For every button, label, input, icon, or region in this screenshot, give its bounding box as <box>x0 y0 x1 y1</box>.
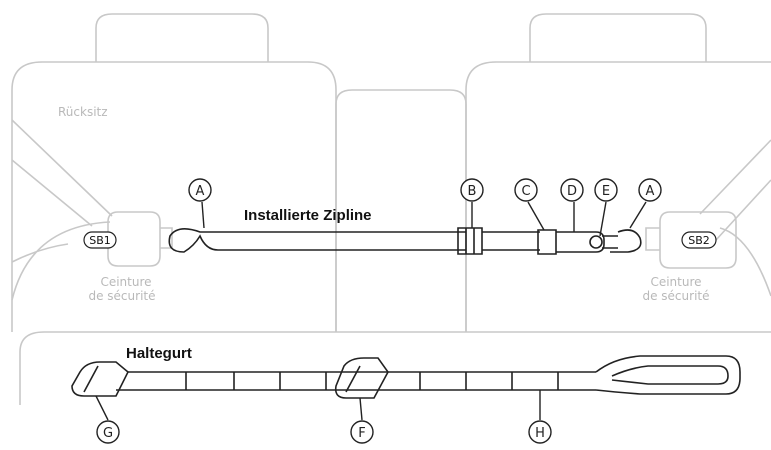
svg-text:SB2: SB2 <box>688 234 710 247</box>
strap-segments <box>185 372 559 390</box>
svg-text:H: H <box>535 426 545 441</box>
tether-loop-handle <box>595 355 741 395</box>
callout-c: C <box>514 178 538 202</box>
tether-strap <box>71 355 741 399</box>
svg-text:Ceinture: Ceinture <box>100 275 151 289</box>
installed-zipline <box>168 227 642 255</box>
zipline-slider <box>537 229 557 255</box>
right-seat-back <box>465 61 771 332</box>
seat-outline <box>11 13 771 405</box>
callout-d: D <box>560 178 584 202</box>
tether-label: Haltegurt <box>126 345 192 362</box>
middle-seat-back <box>335 89 467 332</box>
left-seat-back <box>11 61 337 332</box>
left-lap-belt <box>11 221 111 301</box>
callout-h: H <box>528 420 552 444</box>
svg-text:SB1: SB1 <box>89 234 111 247</box>
svg-text:C: C <box>521 184 530 199</box>
callouts <box>95 201 647 421</box>
tether-carabiner-f <box>334 357 389 399</box>
zipline-handle <box>556 231 605 253</box>
installed-zipline-label: Installierte Zipline <box>244 207 372 224</box>
seatbelt-tag-sb2: SB2 <box>681 231 717 249</box>
svg-text:B: B <box>468 184 477 199</box>
svg-text:Ceinture: Ceinture <box>650 275 701 289</box>
zipline-strap <box>212 231 466 251</box>
right-lap-belt <box>719 227 771 297</box>
seat-label: Rücksitz <box>58 105 108 119</box>
svg-text:A: A <box>196 184 205 199</box>
left-carabiner-hook <box>168 228 219 253</box>
svg-text:de sécurité: de sécurité <box>642 289 709 303</box>
callout-f: F <box>350 420 374 444</box>
left-shoulder-belt <box>11 119 113 227</box>
right-belt-anchor <box>659 211 737 269</box>
svg-text:G: G <box>103 426 113 441</box>
callout-g: G <box>96 420 120 444</box>
svg-text:D: D <box>567 184 577 199</box>
right-headrest <box>529 13 707 62</box>
svg-text:de sécurité: de sécurité <box>88 289 155 303</box>
callout-a-left: A <box>188 178 212 202</box>
callout-a-right: A <box>638 178 662 202</box>
left-belt-anchor <box>107 211 161 267</box>
seatbelt-label-left: Ceinture de sécurité <box>88 275 155 303</box>
seat-cushion <box>19 331 771 405</box>
callout-b: B <box>460 178 484 202</box>
seatbelt-tag-sb1: SB1 <box>83 231 117 249</box>
right-carabiner-hook <box>610 229 642 253</box>
swivel-ring <box>589 235 603 249</box>
adjuster-buckle <box>457 227 483 255</box>
svg-text:F: F <box>358 426 365 441</box>
callout-e: E <box>594 178 618 202</box>
svg-text:A: A <box>646 184 655 199</box>
seatbelt-label-right: Ceinture de sécurité <box>642 275 709 303</box>
svg-text:E: E <box>602 184 610 199</box>
tether-carabiner-g <box>71 361 129 397</box>
left-headrest <box>95 13 269 62</box>
